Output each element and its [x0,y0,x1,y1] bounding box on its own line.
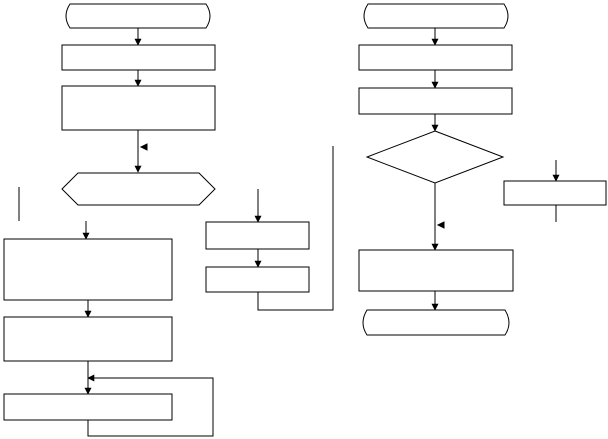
left-process-3 [3,238,173,301]
middle-exit-connector [257,146,334,311]
middle-process-1 [205,221,310,250]
entry-arrowhead [139,143,148,151]
right-end-terminator [362,309,510,336]
loop-back-connector [87,374,214,437]
right-process-3 [358,249,514,292]
right-process-2 [358,87,513,115]
right-decision-diamond [365,130,505,184]
left-process-1 [61,44,216,71]
right-process-1 [358,44,513,71]
left-process-2 [61,85,216,131]
middle-process-2 [205,266,310,293]
left-decision-hexagon [61,172,216,206]
left-start-terminator [65,3,211,29]
right-start-terminator [363,3,509,29]
left-process-5 [3,393,173,421]
entry-arrowhead [436,221,445,229]
far-right-process [503,180,607,206]
left-process-4 [3,316,173,362]
